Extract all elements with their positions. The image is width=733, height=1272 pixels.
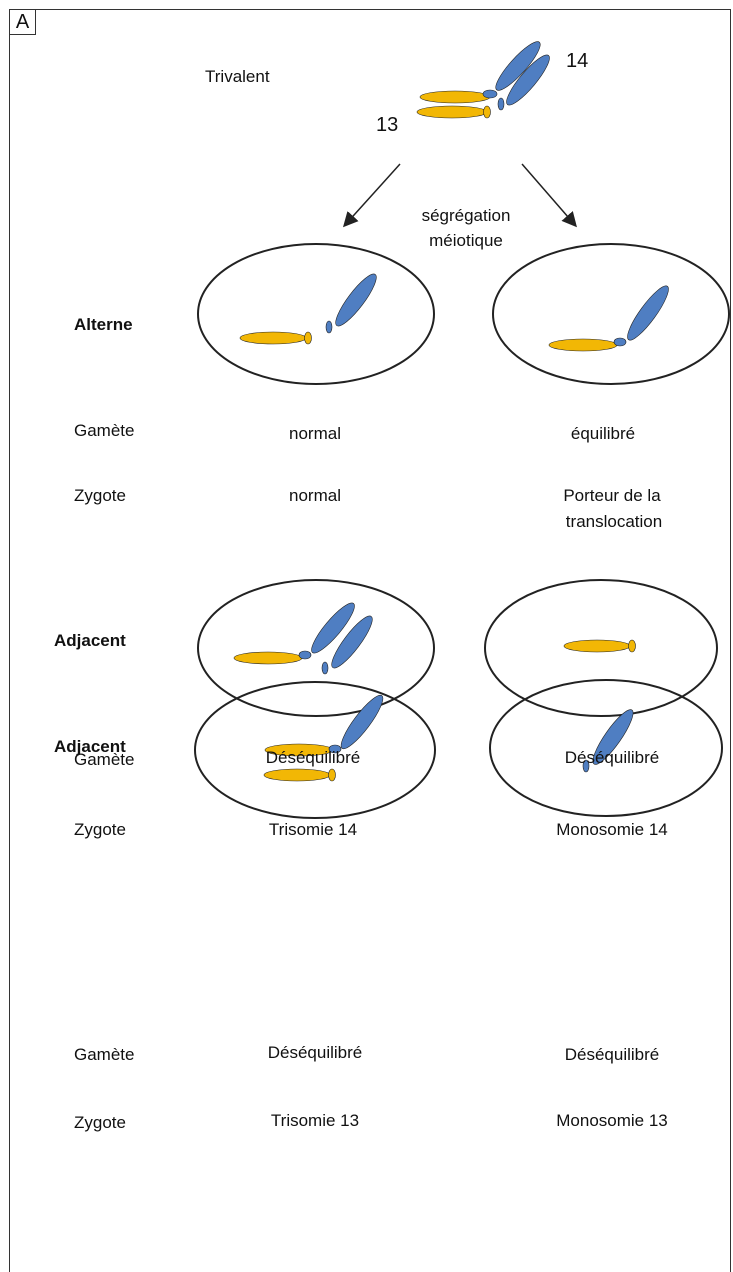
chromosome-13-bottom <box>417 106 487 118</box>
chromosome-13 <box>564 640 630 652</box>
zygote-row-label: Zygote <box>74 1112 126 1134</box>
zygote-value-left: Trisomie 13 <box>271 1110 359 1132</box>
translocation-centromere <box>614 338 626 346</box>
gamete-value-right: équilibré <box>571 423 635 445</box>
chromosome-13 <box>240 332 306 344</box>
chromosome-14-centromere <box>322 662 328 674</box>
gamete-row-label: Gamète <box>74 420 134 442</box>
chromosome-13-centromere <box>305 332 312 344</box>
cell-alterne-left <box>198 244 434 384</box>
zygote-value-left: normal <box>289 485 341 507</box>
translocation-14 <box>336 691 388 753</box>
translocation-centromere <box>299 651 311 659</box>
zygote-value-right: Monosomie 14 <box>556 819 668 841</box>
translocation-14 <box>622 282 674 345</box>
gamete-value-left: normal <box>289 423 341 445</box>
gamete-value-left: Déséquilibré <box>266 747 361 769</box>
process-label-line1: ségrégation <box>422 205 511 227</box>
translocation-centromere <box>483 90 497 98</box>
gamete-row-label: Gamète <box>74 1044 134 1066</box>
cell-alterne-right <box>493 244 729 384</box>
arrow-left <box>345 164 400 225</box>
gamete-value-right: Déséquilibré <box>565 1044 660 1066</box>
trivalent-label: Trivalent <box>205 66 270 88</box>
chromosome-13-centromere <box>484 106 491 118</box>
chromosome-14-centromere <box>326 321 332 333</box>
chromosome-14 <box>330 270 381 331</box>
zygote-value-right-line1: Porteur de la <box>563 485 660 507</box>
gamete-value-right: Déséquilibré <box>565 747 660 769</box>
chromosome-14-label: 14 <box>566 50 588 72</box>
chromosome-14-centromere <box>498 98 504 110</box>
trivalent-chromosomes <box>417 37 555 118</box>
zygote-row-label: Zygote <box>74 485 126 507</box>
chromosome-13 <box>264 769 330 781</box>
chromosome-13-centromere <box>629 640 636 652</box>
translocation-13 <box>234 652 302 664</box>
arrow-right <box>522 164 575 225</box>
process-label-line2: méiotique <box>429 230 503 252</box>
zygote-value-right: Monosomie 13 <box>556 1110 668 1132</box>
chromosome-13-top <box>420 91 490 103</box>
translocation-13 <box>549 339 617 351</box>
chromosome-13-centromere <box>329 769 336 781</box>
mode-label-adjacent: Adjacent <box>54 736 126 758</box>
zygote-value-left: Trisomie 14 <box>269 819 357 841</box>
gamete-value-left: Déséquilibré <box>268 1042 363 1064</box>
mode-label-adjacent: Adjacent <box>54 630 126 652</box>
zygote-value-right-line2: translocation <box>566 511 662 533</box>
mode-label-alterne: Alterne <box>74 314 133 336</box>
zygote-row-label: Zygote <box>74 819 126 841</box>
chromosome-13-label: 13 <box>376 114 398 136</box>
